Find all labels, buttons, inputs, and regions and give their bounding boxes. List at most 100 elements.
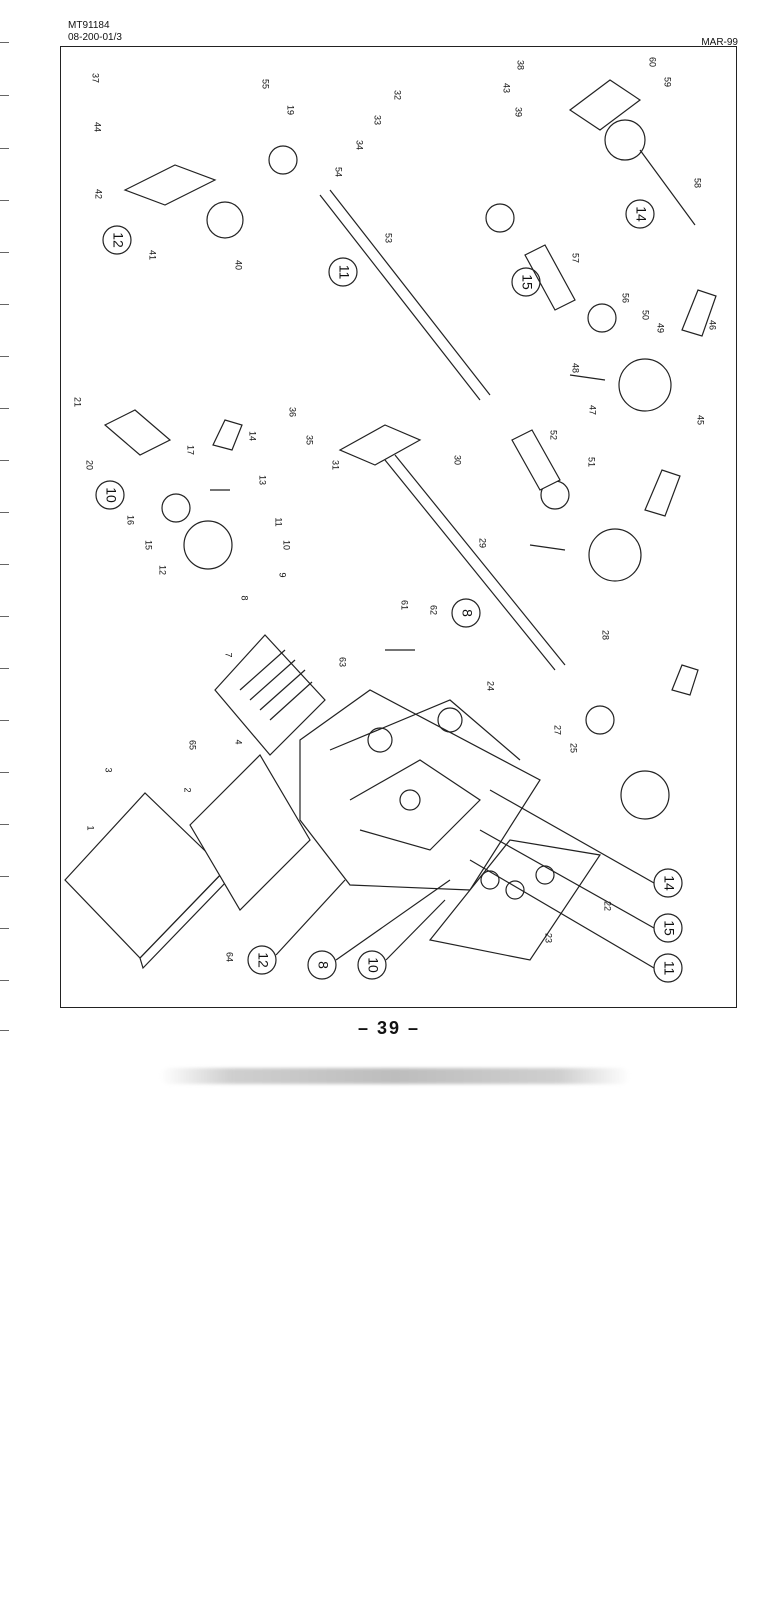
knob-45-upper (618, 358, 672, 412)
part-number-33: 33 (373, 115, 383, 125)
part-number-4: 4 (234, 739, 244, 744)
part-number-3: 3 (104, 767, 114, 772)
part-number-58: 58 (693, 178, 703, 188)
document-date: MAR-99 (701, 37, 738, 48)
callout-12: 12 (110, 232, 126, 248)
callout-circle-8-bottom (307, 950, 337, 980)
part-number-9: 9 (278, 572, 288, 577)
callout-circle-11 (328, 257, 358, 287)
part-number-51: 51 (587, 457, 597, 467)
part-number-11: 11 (274, 517, 284, 526)
bushing-57 (524, 244, 576, 311)
shaft-53 (319, 194, 481, 401)
leader-14 (489, 789, 655, 884)
part-number-57: 57 (571, 253, 581, 263)
shift-block-31 (338, 424, 422, 466)
part-number-45: 45 (696, 415, 706, 425)
pin-47-upper (569, 374, 606, 381)
part-number-2: 2 (183, 787, 193, 792)
callout-11: 11 (336, 265, 352, 280)
callout-circle-10 (95, 480, 125, 510)
selector-plate-7 (214, 634, 326, 756)
part-number-24: 24 (486, 681, 496, 691)
part-number-23: 23 (544, 933, 554, 943)
part-number-49: 49 (656, 323, 666, 333)
part-number-20: 20 (85, 460, 95, 470)
part-number-47: 47 (588, 405, 598, 415)
part-number-54: 54 (334, 167, 344, 177)
part-number-46: 46 (708, 320, 718, 330)
callout-circle-15-top (511, 267, 541, 297)
shaft-29 (384, 459, 556, 671)
shift-fork-20 (103, 409, 172, 456)
callout-bottom-12: 12 (255, 952, 271, 968)
part-number-40: 40 (234, 260, 244, 270)
part-number-labels: 1234789101112131415161719202122232425272… (73, 57, 718, 962)
part-number-17: 17 (186, 445, 196, 455)
part-number-38: 38 (516, 60, 526, 70)
part-number-61: 61 (400, 600, 410, 610)
callout-bottom-15: 15 (661, 920, 677, 936)
part-number-10: 10 (282, 540, 292, 550)
shaft-58 (639, 149, 696, 226)
part-number-21: 21 (73, 397, 83, 407)
part-number-12: 12 (158, 565, 168, 575)
handle-46-lower (644, 469, 681, 517)
bushing-52 (511, 429, 561, 491)
shaft-29-edge (394, 454, 566, 666)
plate-slot-4 (269, 681, 313, 721)
callout-circle-12-top (102, 225, 132, 255)
part-number-28: 28 (601, 630, 611, 640)
part-number-39: 39 (514, 107, 524, 117)
disc-25 (585, 705, 615, 735)
handle-46-upper (681, 289, 717, 337)
callout-15: 15 (519, 274, 535, 290)
scan-shadow (160, 1068, 630, 1084)
callout-bottom-14: 14 (661, 875, 677, 891)
leader-11 (469, 859, 655, 969)
part-number-41: 41 (148, 250, 158, 260)
gear-40-left (206, 201, 244, 239)
plate-slot-2 (249, 659, 296, 701)
drawing-frame (60, 46, 737, 1008)
gearbox-bore-2 (437, 707, 463, 733)
callout-bottom-11: 11 (661, 961, 677, 976)
plate-slot-1 (239, 649, 286, 691)
part-number-30: 30 (453, 455, 463, 465)
callout-bottom-8: 8 (315, 961, 331, 969)
part-number-19: 19 (286, 105, 296, 115)
part-number-55: 55 (261, 79, 271, 89)
part-number-64: 64 (225, 952, 235, 962)
part-number-56: 56 (621, 293, 631, 303)
part-number-59: 59 (663, 77, 673, 87)
part-number-16: 16 (126, 515, 136, 525)
gear-54-right (485, 203, 515, 233)
document-id: MT91184 (68, 20, 110, 31)
callout-circle-12-bottom (247, 945, 277, 975)
part-number-50: 50 (641, 310, 651, 320)
gear-54-top (268, 145, 298, 175)
part-number-25: 25 (569, 743, 579, 753)
disc-56 (587, 303, 617, 333)
part-number-52: 52 (549, 430, 559, 440)
gearbox-inner-cavity (349, 759, 481, 851)
document-subcode: 08-200-01/3 (68, 32, 122, 43)
part-number-32: 32 (393, 90, 403, 100)
part-number-62: 62 (429, 605, 439, 615)
part-number-35: 35 (305, 435, 315, 445)
part-number-31: 31 (331, 460, 341, 470)
callout-14: 14 (633, 206, 649, 222)
knob-45-lower (588, 528, 642, 582)
part-number-43: 43 (502, 83, 512, 93)
shaft-53-edge (329, 189, 491, 396)
disc-16 (161, 493, 191, 523)
plate-slot-3 (259, 669, 306, 711)
part-number-42: 42 (94, 189, 104, 199)
cover-plate-65 (189, 754, 311, 911)
part-number-15: 15 (144, 540, 154, 550)
part-number-7: 7 (224, 652, 234, 657)
plate-hole-1 (480, 870, 500, 890)
part-number-53: 53 (384, 233, 394, 243)
